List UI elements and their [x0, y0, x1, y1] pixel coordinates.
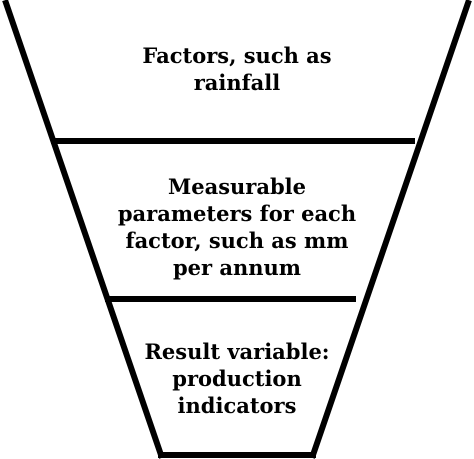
funnel-level-result: Result variable: production indicators [0, 338, 474, 419]
level-result-line-1: Result variable: [144, 339, 330, 364]
funnel-left-edge [2, 0, 165, 459]
funnel-right-edge [309, 0, 472, 459]
level-parameters-line-2: parameters for each [117, 201, 357, 226]
level-result-line-2: production [172, 366, 302, 391]
level-parameters-line-3: factor, such as mm [125, 228, 349, 253]
funnel-level-factors: Factors, such as rainfall [0, 42, 474, 96]
level-factors-line-1: Factors, such as [142, 43, 332, 68]
funnel-level-parameters: Measurable parameters for each factor, s… [0, 173, 474, 281]
level-factors-line-2: rainfall [193, 70, 281, 95]
level-result-line-3: indicators [177, 393, 297, 418]
level-parameters-line-4: per annum [172, 255, 302, 280]
level-parameters-line-1: Measurable [168, 174, 306, 199]
